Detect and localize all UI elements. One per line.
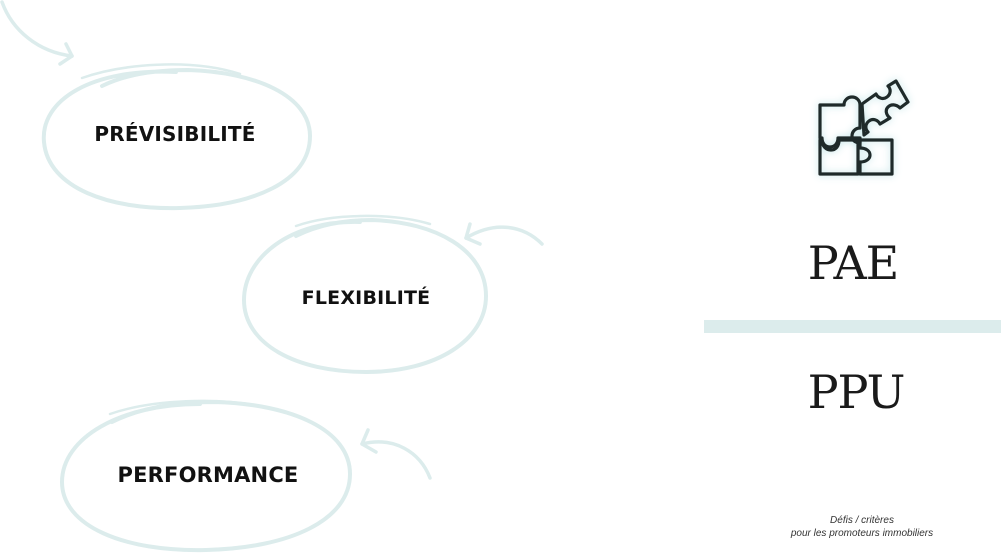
acronym-pae: PAE bbox=[807, 236, 900, 290]
cycle-label-flexibilite: FLEXIBILITÉ bbox=[301, 287, 431, 309]
caption-line-1: Défis / critères bbox=[830, 515, 894, 526]
arrow-top-left bbox=[0, 0, 74, 66]
puzzle-icon bbox=[800, 70, 920, 185]
cycle-label-performance: PERFORMANCE bbox=[117, 463, 299, 487]
arrow-to-performance bbox=[360, 428, 432, 480]
ellipse-previsibilite bbox=[41, 63, 312, 211]
acronym-ppu: PPU bbox=[807, 365, 906, 419]
caption-line-2: pour les promoteurs immobiliers bbox=[790, 528, 934, 539]
cycle-label-previsibilite: PRÉVISIBILITÉ bbox=[94, 122, 256, 146]
divider-bar bbox=[704, 320, 1001, 333]
caption: Défis / critères pour les promoteurs imm… bbox=[791, 514, 933, 540]
arrow-to-flexibilite bbox=[464, 222, 544, 246]
ellipse-flexibilite bbox=[242, 214, 488, 374]
ellipse-performance bbox=[60, 399, 352, 553]
